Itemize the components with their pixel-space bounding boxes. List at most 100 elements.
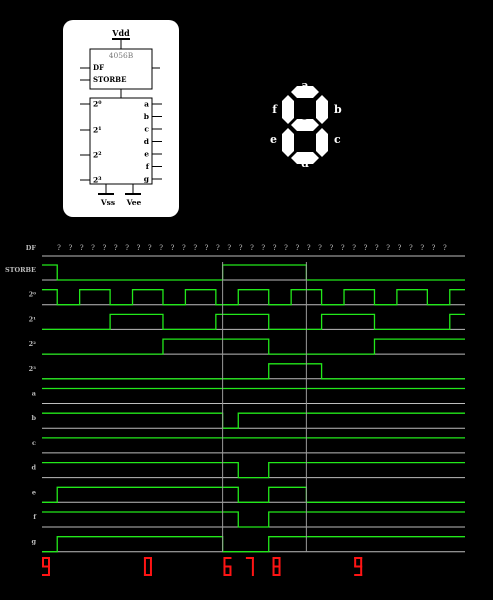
digit-segment-d (42, 574, 50, 576)
digit-segment-f (143, 557, 146, 567)
df-unknown-glyph: ? (375, 244, 379, 252)
df-unknown-glyph: ? (114, 244, 118, 252)
df-unknown-glyph: ? (205, 244, 209, 252)
df-unknown-glyph: ? (182, 244, 186, 252)
chip-input-pin-3: 2³ (93, 176, 102, 185)
digit-segment-e (143, 566, 146, 576)
df-unknown-glyph: ? (80, 244, 84, 252)
chip-output-pin-d: d (144, 137, 150, 146)
digit-segment-a (354, 557, 363, 559)
segment-b (316, 95, 328, 124)
digit-segment-b (278, 557, 281, 567)
df-unknown-glyph: ? (148, 244, 152, 252)
df-unknown-glyph: ? (398, 244, 402, 252)
timing-digits (42, 557, 363, 576)
chip-input-pin-0: 2⁰ (93, 100, 102, 109)
digit-segment-f (223, 557, 226, 567)
df-unknown-glyph: ? (284, 244, 288, 252)
df-unknown-glyph: ? (91, 244, 95, 252)
timing-markers (222, 262, 307, 552)
digit-segment-e (272, 566, 275, 576)
timing-row: 2² (29, 338, 465, 355)
digit-segment-c (229, 566, 232, 576)
timing-wave-2³ (42, 363, 465, 380)
digit-segment-g (223, 565, 232, 568)
chip-output-pin-g: g (144, 175, 150, 184)
df-unknown-glyph: ? (171, 244, 175, 252)
df-unknown-glyph: ? (409, 244, 413, 252)
df-unknown-glyph: ? (239, 244, 243, 252)
chip-inputs: 2⁰ 2¹ 2² 2³ (80, 100, 102, 185)
segment-label-b: b (334, 103, 342, 116)
timing-diagram: DF ??????????????????????????????????? S… (5, 244, 465, 576)
timing-row: c (32, 437, 465, 454)
df-unknown-glyph: ? (159, 244, 163, 252)
segment-e (282, 128, 294, 157)
timing-row-label: 2⁰ (29, 291, 37, 299)
digit-segment-c (251, 566, 254, 576)
timing-row-label: 2² (29, 340, 37, 348)
digit-segment-d (272, 574, 281, 576)
timing-row-label: 2³ (29, 365, 37, 373)
df-unknown-glyph: ? (137, 244, 141, 252)
digit-segment-f (42, 557, 44, 567)
df-unknown-glyph: ? (125, 244, 129, 252)
df-unknown-glyph: ? (227, 244, 231, 252)
timing-row: 2¹ (29, 313, 465, 331)
df-unknown-glyph: ? (330, 244, 334, 252)
digit-segment-b (48, 557, 50, 567)
timing-wave-f (42, 511, 465, 528)
digit-segment-f (354, 557, 357, 567)
timing-row-label: e (32, 488, 36, 496)
df-unknown-glyph: ? (57, 244, 61, 252)
timing-row: e (32, 486, 465, 503)
timing-digit-9 (354, 557, 363, 576)
segment-label-d: d (301, 157, 309, 170)
timing-row-label: c (32, 439, 36, 447)
df-unknown-glyph: ? (364, 244, 368, 252)
chip-input-pin-1: 2¹ (93, 126, 102, 135)
segment-f (282, 95, 294, 124)
timing-digit-0 (143, 557, 152, 576)
df-unknown-glyph: ? (443, 244, 447, 252)
df-unknown-glyph: ? (341, 244, 345, 252)
digit-segment-g (354, 565, 363, 568)
timing-wave-b (42, 412, 465, 429)
digit-segment-a (272, 557, 281, 559)
chip-top-block (89, 48, 153, 90)
segment-a (291, 86, 319, 98)
digit-segment-a (42, 557, 50, 559)
timing-wave-g (42, 536, 465, 553)
segment-c (316, 128, 328, 157)
df-unknown-glyph: ? (420, 244, 424, 252)
df-unknown-glyph: ? (261, 244, 265, 252)
timing-digit-8 (272, 557, 281, 576)
chip-input-pin-2: 2² (93, 151, 102, 160)
digit-segment-a (223, 557, 232, 559)
digit-segment-c (48, 566, 50, 576)
timing-wave-2⁰ (42, 289, 465, 306)
timing-row: b (31, 412, 465, 429)
df-unknown-glyph: ? (318, 244, 322, 252)
timing-digit-9 (42, 557, 50, 576)
chip-df-pin: DF (93, 63, 104, 72)
timing-digit-7 (245, 557, 254, 576)
df-unknown-glyph: ? (352, 244, 356, 252)
df-unknown-glyph: ? (307, 244, 311, 252)
chip-part-label: 4056B (109, 51, 134, 60)
chip-output-pin-b: b (144, 112, 149, 121)
df-unknown-glyph: ? (193, 244, 197, 252)
chip-bottom-block (89, 97, 153, 185)
digit-segment-a (143, 557, 152, 559)
digit-segment-f (272, 557, 275, 567)
df-unknown-glyph: ? (295, 244, 299, 252)
timing-row: 2⁰ (29, 289, 465, 306)
timing-row-label: STORBE (5, 266, 36, 274)
timing-row: a (32, 387, 465, 404)
chip-vss-label: Vss (100, 198, 115, 207)
timing-row: STORBE (5, 264, 465, 281)
